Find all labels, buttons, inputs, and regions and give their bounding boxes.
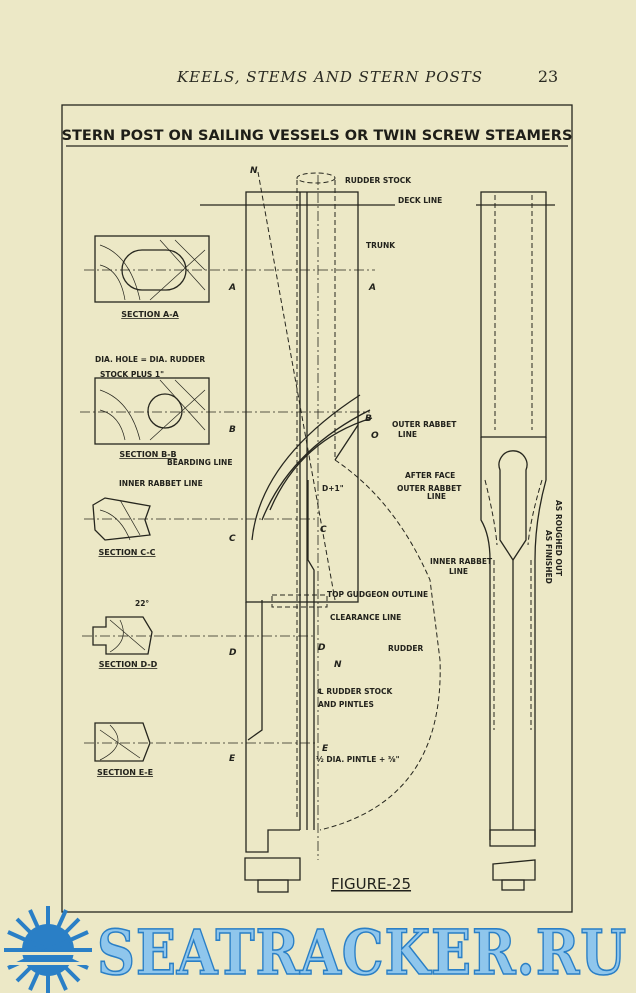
letter-d-right: D (318, 643, 326, 653)
section-a-label: SECTION A-A (121, 310, 179, 319)
page-number: 23 (538, 67, 558, 86)
label-as-finished: AS FINISHED (544, 530, 553, 584)
keel-blocks (244, 857, 536, 893)
label-trunk: TRUNK (366, 241, 396, 250)
section-e-label: SECTION E-E (97, 768, 153, 777)
label-pintle: ½ DIA. PINTLE + ⅜" (316, 755, 400, 764)
label-top-gudgeon: TOP GUDGEON OUTLINE (327, 590, 428, 599)
label-as-roughed-out: AS ROUGHED OUT (554, 500, 563, 577)
stern-post-side-view (200, 171, 441, 860)
letter-n-bottom: N (334, 660, 342, 670)
section-e-e (94, 722, 151, 762)
section-b-label: SECTION B-B (119, 450, 176, 459)
section-note-2: STOCK PLUS 1" (100, 370, 164, 379)
label-clearance-line: CLEARANCE LINE (330, 613, 401, 622)
section-d-label: SECTION D-D (99, 660, 158, 669)
label-inner-rabbet-line: INNER RABBET LINE (119, 479, 203, 488)
label-inner-rabbet-right: INNER RABBET (430, 557, 493, 566)
label-inner-rabbet-right-line: LINE (449, 567, 468, 576)
letter-a-left: A (228, 283, 236, 293)
label-bearding-line: BEARDING LINE (167, 458, 232, 467)
angle-note: 22° (135, 599, 149, 608)
section-lines (80, 269, 375, 744)
label-outer-rabbet-right-line: LINE (427, 492, 446, 501)
figure-frame (61, 104, 573, 913)
section-note-1: DIA. HOLE = DIA. RUDDER (95, 355, 205, 364)
label-deck-line: DECK LINE (398, 196, 442, 205)
letter-d-left: D (229, 648, 237, 658)
label-cl-rudder-stock: ℄ RUDDER STOCK (317, 687, 394, 696)
letter-o: O (371, 431, 379, 441)
section-b-b (94, 377, 210, 445)
section-a-a (94, 235, 210, 303)
label-outer-rabbet-right: OUTER RABBET (397, 484, 462, 493)
watermark-text: SEATRACKER.RU (97, 916, 627, 989)
label-after-face: AFTER FACE (405, 471, 455, 480)
label-rudder-stock: RUDDER STOCK (345, 176, 412, 185)
letter-b-left: B (229, 425, 236, 435)
letter-e-right: E (322, 744, 329, 754)
section-d-d (92, 616, 153, 655)
letter-c-right: C (320, 525, 327, 535)
letter-b-right: B (365, 414, 372, 424)
section-c-c (92, 497, 151, 541)
running-title: KEELS, STEMS AND STERN POSTS (176, 68, 483, 86)
label-outer-rabbet-line: LINE (398, 430, 417, 439)
letter-c-left: C (229, 534, 236, 544)
stern-post-aft-view (476, 191, 555, 847)
seatracker-logo (0, 906, 96, 993)
figure-title: STERN POST ON SAILING VESSELS OR TWIN SC… (62, 128, 573, 144)
label-rudder: RUDDER (388, 644, 423, 653)
label-and-pintles: AND PINTLES (318, 700, 374, 709)
letter-a-right: A (368, 283, 376, 293)
section-c-label: SECTION C-C (98, 548, 155, 557)
label-d-plus-1: D+1" (322, 484, 344, 493)
label-outer-rabbet: OUTER RABBET (392, 420, 457, 429)
figure-caption: FIGURE-25 (331, 875, 411, 893)
letter-e-left: E (229, 754, 236, 764)
letter-n-top: N (250, 166, 258, 176)
